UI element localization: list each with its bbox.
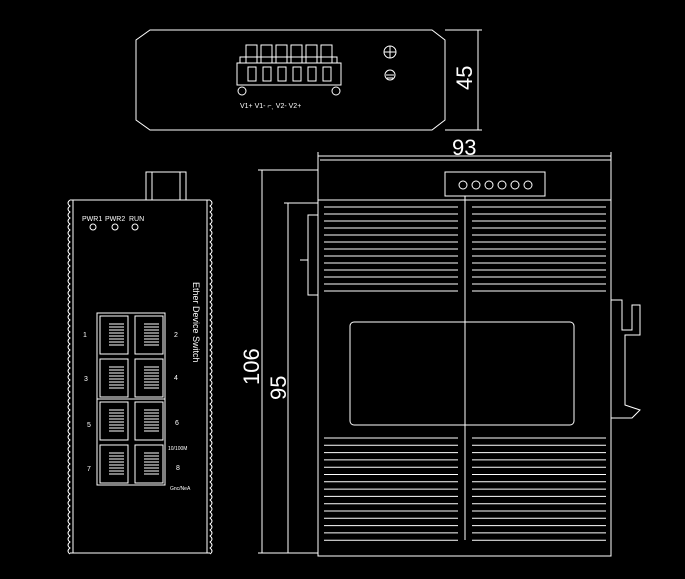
led-pwr1 xyxy=(89,223,97,231)
port-label-1: 1 xyxy=(83,332,87,339)
rj45-port xyxy=(134,315,164,355)
port-label-7: 7 xyxy=(87,466,91,473)
rj45-port xyxy=(134,401,164,441)
dimension-body-height: 95 xyxy=(266,376,291,400)
port-label-2: 2 xyxy=(174,332,178,339)
rj45-port xyxy=(134,444,164,484)
port-label-4: 4 xyxy=(174,375,178,382)
led-run xyxy=(131,223,139,231)
rj45-port xyxy=(99,444,129,484)
side-view: 93 106 95 xyxy=(239,135,641,557)
rj45-port xyxy=(99,401,129,441)
rj45-port xyxy=(134,358,164,398)
ground-icon xyxy=(384,69,396,81)
dimension-depth: 45 xyxy=(452,66,477,90)
dimension-width: 93 xyxy=(452,135,476,160)
rj45-port xyxy=(99,358,129,398)
led-label-run: RUN xyxy=(129,216,144,223)
port-label-8: 8 xyxy=(176,465,180,472)
speed-label: 10/100M xyxy=(168,446,187,452)
terminal-labels: V1+ V1- ⌐ˎ V2- V2+ xyxy=(240,103,301,110)
product-label: Ether Device Switch xyxy=(191,282,201,363)
port-label-6: 6 xyxy=(175,420,179,427)
rj45-port xyxy=(99,315,129,355)
led-label-pwr2: PWR2 xyxy=(105,216,125,223)
led-label-pwr1: PWR1 xyxy=(82,216,102,223)
port-label-3: 3 xyxy=(84,376,88,383)
top-view: V1+ V1- ⌐ˎ V2- V2+ 45 xyxy=(135,29,482,131)
led-pwr2 xyxy=(111,223,119,231)
port-label-5: 5 xyxy=(87,422,91,429)
mode-label: Gnc/NeA xyxy=(170,486,191,492)
front-view: PWR1 PWR2 RUN Ether Device Switch 1 2 3 … xyxy=(67,171,213,555)
dimension-total-height: 106 xyxy=(239,348,264,385)
